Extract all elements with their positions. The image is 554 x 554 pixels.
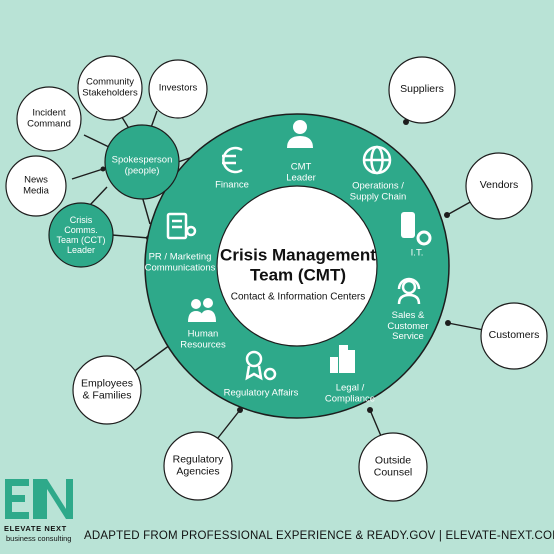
globe-icon — [362, 145, 392, 175]
buildings-icon — [330, 345, 355, 373]
people-icon — [188, 298, 216, 322]
ring-label-hr: Human Resources — [180, 328, 226, 350]
connector-news-media — [71, 168, 104, 180]
award-gear-icon — [245, 350, 277, 381]
spokesperson-node — [104, 124, 180, 200]
logo-tagline: business consulting — [6, 534, 72, 543]
connector-dot — [403, 119, 409, 125]
euro-icon — [222, 146, 243, 174]
investors-node — [148, 59, 208, 119]
vendors-node — [465, 152, 533, 220]
person-icon — [287, 120, 313, 148]
elevate-next-logo — [5, 479, 73, 519]
center-label: Crisis Management Team (CMT) Contact & I… — [220, 245, 376, 302]
phone-desk-icon — [166, 212, 197, 240]
employees-node — [72, 355, 142, 425]
footer-credit: ADAPTED FROM PROFESSIONAL EXPERIENCE & R… — [84, 530, 554, 542]
employees-label: Employees & Families — [81, 377, 133, 401]
outside-counsel-label: Outside Counsel — [373, 454, 413, 478]
ring-label-it: I.T. — [410, 247, 424, 259]
connector-dot — [237, 407, 243, 413]
vendors-label: Vendors — [479, 179, 519, 192]
community-label: Community Stakeholders — [82, 76, 138, 98]
center-subtitle: Contact & Information Centers — [230, 291, 366, 303]
news-media-label: News Media — [23, 174, 49, 196]
outside-counsel-node — [358, 432, 428, 502]
logo-name: ELEVATE NEXT — [4, 524, 67, 533]
center-title-line2: Team (CMT) — [249, 264, 347, 284]
connector-dot — [367, 407, 373, 413]
community-node — [77, 55, 143, 121]
cct-leader-node — [48, 202, 114, 268]
cmt-center-circle — [216, 185, 378, 347]
regulatory-agencies-node — [163, 431, 233, 501]
cct-leader-label: Crisis Comms. Team (CCT) Leader — [56, 214, 106, 256]
suppliers-label: Suppliers — [400, 83, 444, 96]
customers-label: Customers — [488, 329, 540, 342]
connector-dot — [445, 320, 451, 326]
connector-cct-ring — [111, 234, 150, 239]
spokesperson-label: Spokesperson (people) — [111, 154, 173, 176]
headset-icon — [397, 277, 421, 305]
ring-label-cmt-leader: CMT Leader — [286, 161, 316, 183]
investors-label: Investors — [158, 82, 198, 94]
connector-cct-spoke — [89, 186, 108, 206]
ring-label-legal: Legal / Compliance — [324, 382, 376, 404]
news-media-node — [5, 155, 67, 217]
ring-label-regulatory-affairs: Regulatory Affairs — [223, 387, 299, 399]
suppliers-node — [388, 56, 456, 124]
customers-node — [480, 302, 548, 370]
center-title-line1: Crisis Management — [220, 245, 376, 265]
regulatory-agencies-label: Regulatory Agencies — [172, 453, 224, 477]
incident-command-node — [16, 86, 82, 152]
ring-label-finance: Finance — [215, 179, 249, 191]
ring-label-pr-marketing: PR / Marketing Communications — [144, 251, 216, 273]
ring-label-operations: Operations / Supply Chain — [349, 180, 407, 202]
ring-label-sales: Sales & Customer Service — [387, 310, 429, 343]
connector-dot — [100, 166, 106, 172]
connector-dot — [444, 212, 450, 218]
connector-incident-command — [83, 134, 112, 149]
server-gear-icon — [401, 212, 432, 246]
incident-command-label: Incident Command — [27, 107, 71, 129]
